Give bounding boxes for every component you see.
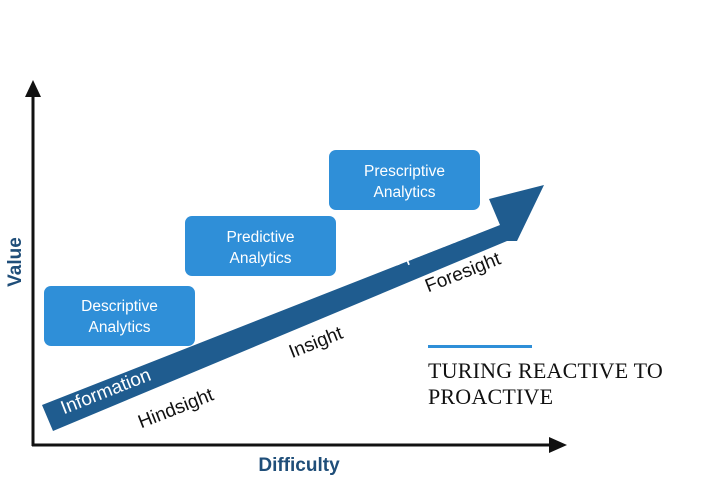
progress-arrow xyxy=(42,185,544,431)
caption-line-1: TURING REACTIVE TO xyxy=(428,358,663,383)
box-descriptive-analytics: Descriptive Analytics xyxy=(44,286,195,346)
y-axis-label: Value xyxy=(5,237,26,287)
box-descriptive-line2: Analytics xyxy=(88,319,150,336)
stage-label-hindsight: Hindsight xyxy=(135,384,217,433)
caption-rule xyxy=(428,345,532,348)
caption-line-2: PROACTIVE xyxy=(428,384,554,409)
box-prescriptive-line1: Prescriptive xyxy=(364,163,445,180)
x-axis-arrowhead xyxy=(549,437,567,453)
box-predictive-analytics: Predictive Analytics xyxy=(185,216,336,276)
y-axis-arrowhead xyxy=(25,80,41,97)
caption-block: TURING REACTIVE TO PROACTIVE xyxy=(428,345,708,410)
box-predictive-line2: Analytics xyxy=(229,250,291,267)
box-descriptive-line1: Descriptive xyxy=(81,298,158,315)
caption-title: TURING REACTIVE TO PROACTIVE xyxy=(428,358,708,410)
box-predictive-line1: Predictive xyxy=(226,229,294,246)
x-axis-label: Difficulty xyxy=(258,455,340,476)
box-prescriptive-line2: Analytics xyxy=(373,184,435,201)
box-prescriptive-analytics: Prescriptive Analytics xyxy=(329,150,480,210)
